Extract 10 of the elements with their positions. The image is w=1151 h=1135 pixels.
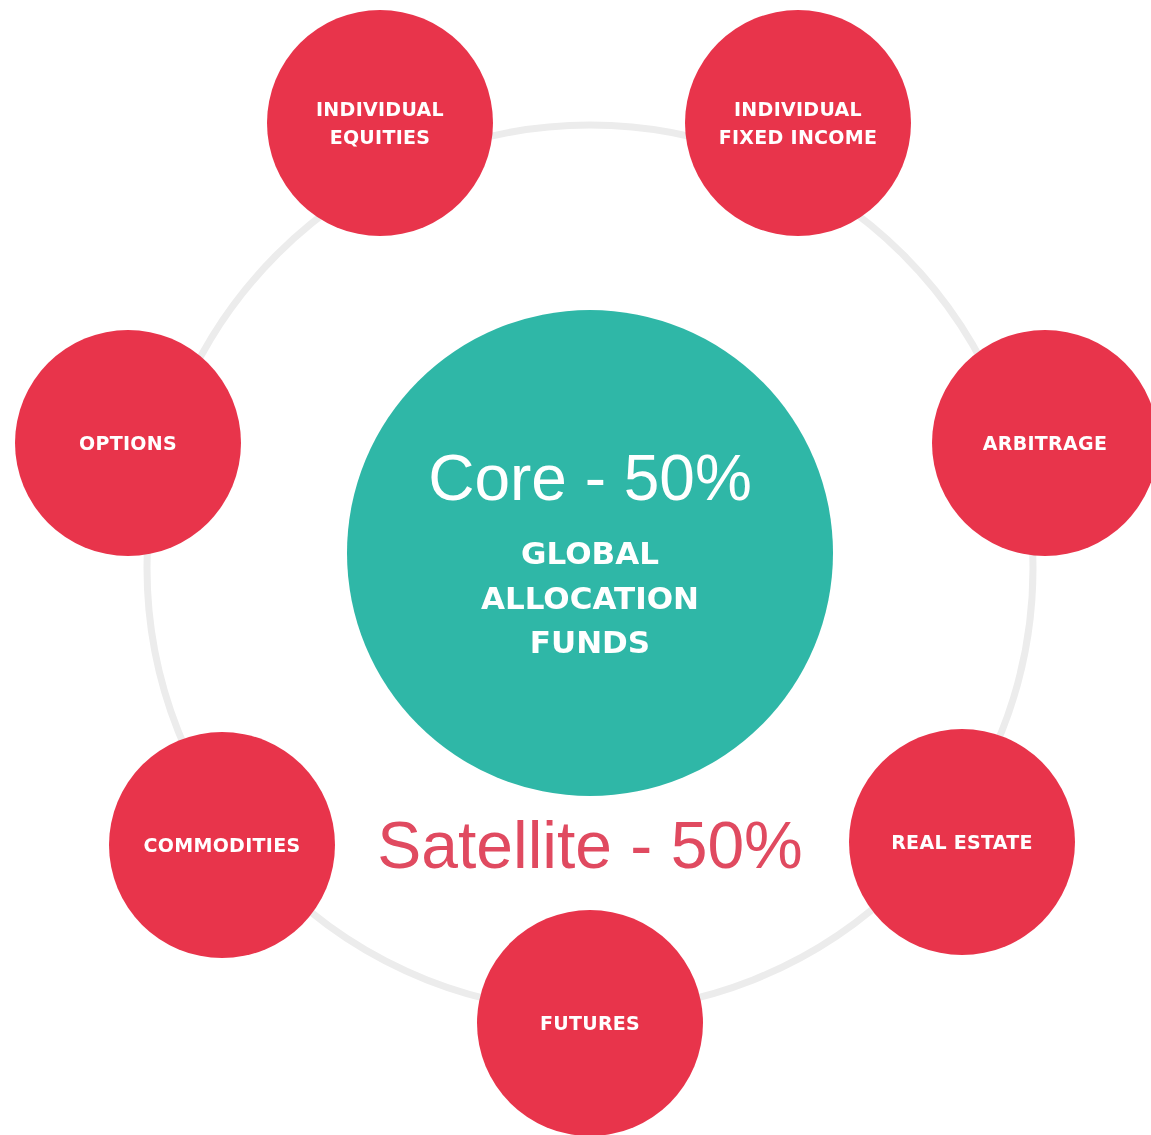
- asset-class-label: OPTIONS: [79, 430, 177, 456]
- asset-class-label: INDIVIDUAL EQUITIES: [315, 96, 445, 150]
- asset-class-label: FUTURES: [539, 1010, 641, 1036]
- core-percentage: Core - 50%: [428, 440, 752, 515]
- asset-class-label: ARBITRAGE: [982, 430, 1108, 456]
- satellite-percentage: Satellite - 50%: [377, 807, 803, 883]
- core-label: GLOBAL ALLOCATION FUNDS: [479, 533, 701, 663]
- asset-class-label: INDIVIDUAL FIXED INCOME: [717, 96, 879, 150]
- asset-class-label: REAL ESTATE: [891, 829, 1033, 855]
- asset-class-label: COMMODITIES: [143, 832, 301, 858]
